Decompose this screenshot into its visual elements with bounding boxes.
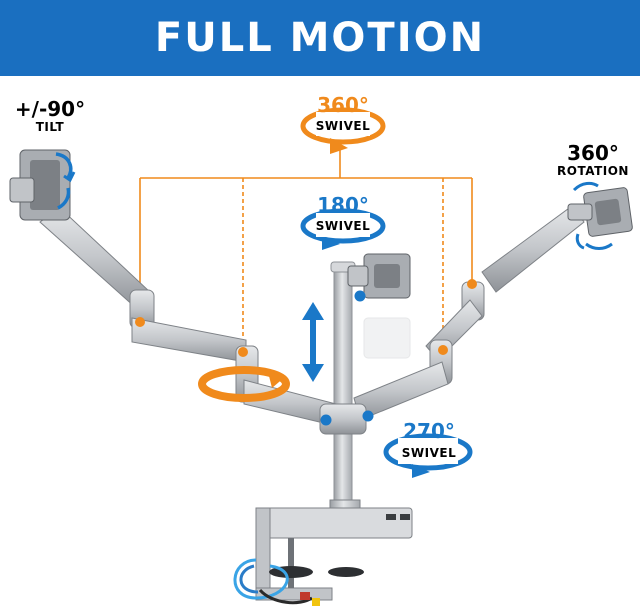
swivel-180-caption: SWIVEL [315, 219, 371, 233]
orange-swivel-ring [198, 366, 290, 402]
swivel-360-caption: SWIVEL [315, 119, 371, 133]
height-adjust-arrow [302, 302, 324, 382]
ghost-monitor-plate [363, 317, 411, 359]
right-arm [353, 205, 585, 421]
orange-pivot-dots [135, 279, 477, 357]
swivel-360-degrees: 360° [317, 93, 369, 117]
tilt-caption: TILT [35, 120, 65, 134]
swivel-270-degrees: 270° [403, 419, 455, 443]
center-vesa-plate [347, 253, 411, 299]
header-banner: FULL MOTION [0, 0, 640, 76]
usb-cables [233, 558, 320, 606]
blue-pivot-dots [320, 290, 374, 426]
swivel-180-degrees: 180° [317, 193, 369, 217]
swivel-270-icon [383, 433, 473, 478]
swivel-360-icon [300, 107, 386, 154]
span-360-bracket [139, 150, 473, 352]
rotation-label: 360° ROTATION [548, 142, 638, 178]
rotation-caption: ROTATION [557, 164, 629, 178]
right-vesa-plate [567, 187, 633, 237]
swivel-270-caption: SWIVEL [401, 446, 457, 460]
banner-title: FULL MOTION [154, 15, 486, 61]
tilt-label: +/-90° TILT [10, 98, 90, 134]
rotation-degrees: 360° [567, 141, 619, 165]
tilt-degrees: +/-90° [14, 97, 86, 121]
tilt-arrow-icon [55, 152, 76, 210]
swivel-360-label: 360° SWIVEL [300, 94, 386, 133]
swivel-180-icon [300, 208, 386, 250]
rotation-arrow-icon [572, 181, 613, 250]
swivel-270-label: 270° SWIVEL [384, 420, 474, 460]
swivel-180-label: 180° SWIVEL [300, 194, 386, 233]
desk-clamp [255, 499, 413, 601]
center-pole [333, 267, 353, 505]
left-vesa-plate [9, 149, 71, 221]
left-arm [39, 207, 337, 427]
